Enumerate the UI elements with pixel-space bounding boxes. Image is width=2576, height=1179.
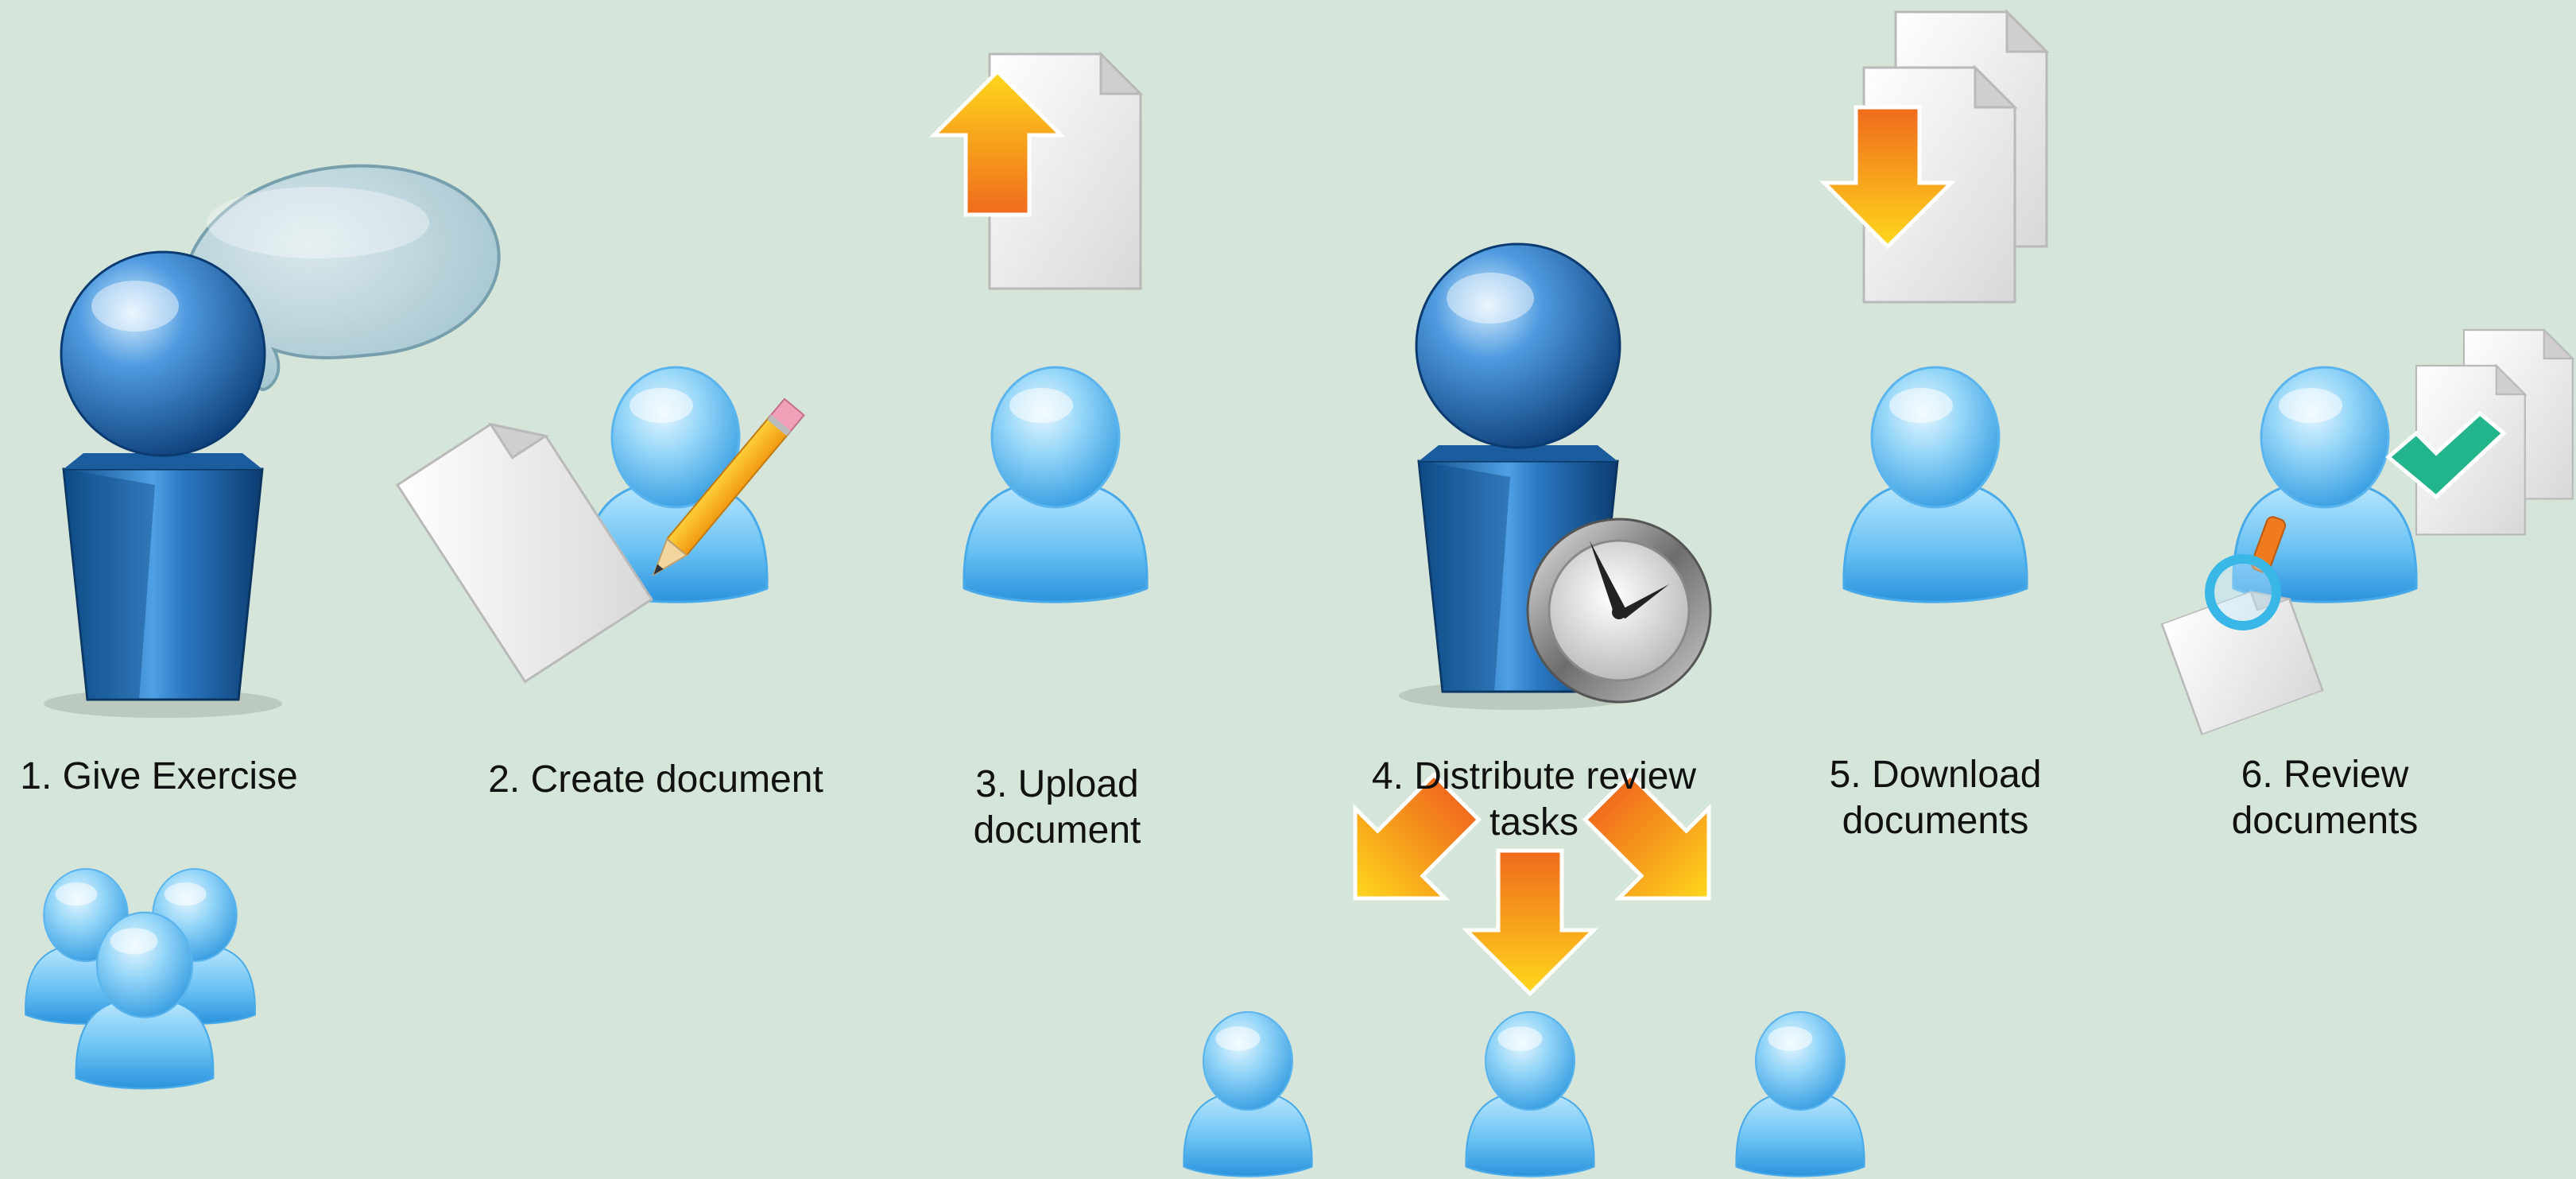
step-6-label-line1: 6. Review <box>2241 754 2409 796</box>
checkmark-icon <box>2385 410 2507 500</box>
step-2-label: 2. Create document <box>457 757 854 803</box>
step-4-label-line2: tasks <box>1489 801 1579 844</box>
step-3-label-line1: 3. Upload <box>975 763 1139 805</box>
upload-arrow-icon <box>928 68 1067 217</box>
distribute-arrow-right-icon <box>1582 771 1711 901</box>
step-1-label-text: 1. Give Exercise <box>20 755 298 797</box>
step-5-label: 5. Download documents <box>1776 752 2094 844</box>
clock-icon <box>1526 518 1712 704</box>
user-icon <box>1842 366 2028 603</box>
step-5-label-line2: documents <box>1842 800 2029 842</box>
administrator-icon <box>42 250 284 719</box>
user-group-icon <box>25 868 256 1090</box>
magnifier-icon <box>2205 516 2286 630</box>
step-1-label: 1. Give Exercise <box>0 754 318 800</box>
user-icon <box>963 366 1149 603</box>
step-6-label: 6. Review documents <box>2166 752 2484 844</box>
pencil-icon <box>652 398 805 576</box>
step-3-label-line2: document <box>973 809 1141 851</box>
step-2-label-text: 2. Create document <box>488 758 823 801</box>
step-5-label-line1: 5. Download <box>1829 754 2042 796</box>
distribute-arrow-down-icon <box>1461 848 1599 997</box>
reviewer-user-icon <box>1735 1010 1865 1177</box>
download-arrow-icon <box>1819 105 1957 250</box>
step-6-label-line2: documents <box>2231 800 2419 842</box>
step-4-label: 4. Distribute review tasks <box>1335 754 1733 846</box>
distribute-arrow-left-icon <box>1353 771 1482 901</box>
step-3-label: 3. Upload document <box>898 762 1216 854</box>
reviewer-user-icon <box>1183 1010 1313 1177</box>
step-4-label-line1: 4. Distribute review <box>1371 755 1697 797</box>
reviewer-user-icon <box>1465 1010 1595 1177</box>
